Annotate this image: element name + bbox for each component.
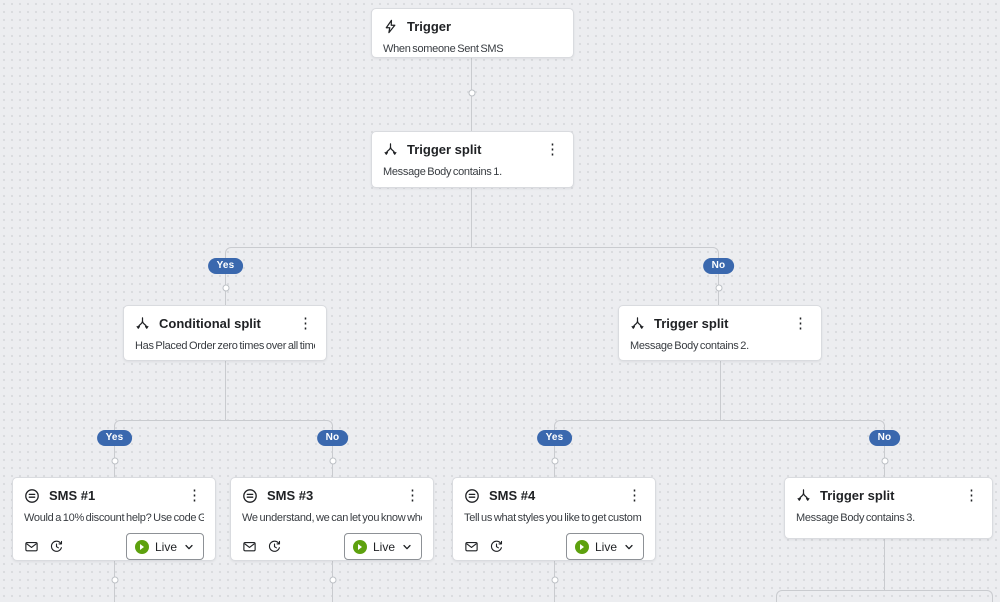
- message-icon: [464, 539, 479, 554]
- connector-port: [329, 457, 336, 465]
- smart-sending-icon: [267, 539, 282, 554]
- connector-port: [111, 576, 118, 584]
- connector-bracket: [114, 420, 333, 431]
- node-title: Trigger split: [654, 316, 729, 331]
- node-title: Conditional split: [159, 316, 261, 331]
- message-icon: [24, 539, 39, 554]
- kebab-menu-icon[interactable]: ⋮: [405, 487, 420, 504]
- connector-port: [551, 457, 558, 465]
- connector-port: [468, 89, 475, 97]
- status-label: Live: [372, 539, 395, 554]
- branch-badge-no: No: [868, 430, 901, 446]
- kebab-menu-icon[interactable]: ⋮: [545, 141, 560, 158]
- sms-icon: [24, 488, 40, 504]
- connector-bracket: [225, 247, 719, 259]
- split-icon: [383, 142, 398, 157]
- connector-line: [225, 361, 226, 420]
- status-dropdown[interactable]: Live: [343, 533, 422, 560]
- node-trigger[interactable]: Trigger When someone Sent SMS: [371, 8, 574, 58]
- status-dropdown[interactable]: Live: [565, 533, 644, 560]
- sms-icon: [242, 488, 258, 504]
- node-body: Has Placed Order zero times over all tim…: [135, 340, 315, 352]
- kebab-menu-icon[interactable]: ⋮: [298, 315, 313, 332]
- branch-badge-yes: Yes: [207, 258, 244, 274]
- connector-port: [715, 284, 722, 292]
- connector-line: [471, 188, 472, 247]
- node-body: Tell us what styles you like to get cust…: [464, 512, 644, 524]
- branch-badge-yes: Yes: [96, 430, 133, 446]
- kebab-menu-icon[interactable]: ⋮: [793, 315, 808, 332]
- split-icon: [135, 316, 150, 331]
- live-status-icon: [574, 539, 589, 554]
- connector-line: [884, 539, 885, 590]
- node-body: When someone Sent SMS: [383, 43, 504, 55]
- node-title: Trigger split: [820, 488, 895, 503]
- node-sms-3[interactable]: SMS #3 ⋮ We understand, we can let you k…: [230, 477, 434, 561]
- node-body: Message Body contains 1.: [383, 166, 502, 178]
- connector-line: [720, 361, 721, 420]
- node-body: We understand, we can let you know whe..…: [242, 512, 422, 524]
- connector-port: [222, 284, 229, 292]
- kebab-menu-icon[interactable]: ⋮: [187, 487, 202, 504]
- branch-badge-no: No: [702, 258, 735, 274]
- kebab-menu-icon[interactable]: ⋮: [627, 487, 642, 504]
- node-sms-1[interactable]: SMS #1 ⋮ Would a 10% discount help? Use …: [12, 477, 216, 561]
- connector-port: [111, 457, 118, 465]
- connector-port: [329, 576, 336, 584]
- node-sms-4[interactable]: SMS #4 ⋮ Tell us what styles you like to…: [452, 477, 656, 561]
- kebab-menu-icon[interactable]: ⋮: [964, 487, 979, 504]
- node-trigger-split-1[interactable]: Trigger split ⋮ Message Body contains 1.: [371, 131, 574, 188]
- message-icon: [242, 539, 257, 554]
- node-body: Message Body contains 2.: [630, 340, 749, 352]
- smart-sending-icon: [489, 539, 504, 554]
- sms-icon: [464, 488, 480, 504]
- node-trigger-split-3[interactable]: Trigger split ⋮ Message Body contains 3.: [784, 477, 993, 539]
- live-status-icon: [352, 539, 367, 554]
- status-label: Live: [594, 539, 617, 554]
- node-trigger-split-2[interactable]: Trigger split ⋮ Message Body contains 2.: [618, 305, 822, 361]
- status-dropdown[interactable]: Live: [125, 533, 204, 560]
- chevron-down-icon: [183, 541, 195, 553]
- node-conditional-split[interactable]: Conditional split ⋮ Has Placed Order zer…: [123, 305, 327, 361]
- live-status-icon: [134, 539, 149, 554]
- node-title: SMS #1: [49, 488, 96, 503]
- node-title: Trigger: [407, 19, 452, 34]
- smart-sending-icon: [49, 539, 64, 554]
- node-body: Would a 10% discount help? Use code G...: [24, 512, 204, 524]
- chevron-down-icon: [401, 541, 413, 553]
- connector-bracket: [776, 590, 993, 602]
- node-title: SMS #4: [489, 488, 536, 503]
- bolt-icon: [383, 19, 398, 34]
- branch-badge-no: No: [316, 430, 349, 446]
- node-title: Trigger split: [407, 142, 482, 157]
- branch-badge-yes: Yes: [536, 430, 573, 446]
- split-icon: [796, 488, 811, 503]
- connector-port: [551, 576, 558, 584]
- node-title: SMS #3: [267, 488, 314, 503]
- chevron-down-icon: [623, 541, 635, 553]
- status-label: Live: [154, 539, 177, 554]
- connector-port: [881, 457, 888, 465]
- node-body: Message Body contains 3.: [796, 512, 915, 524]
- connector-bracket: [554, 420, 885, 431]
- split-icon: [630, 316, 645, 331]
